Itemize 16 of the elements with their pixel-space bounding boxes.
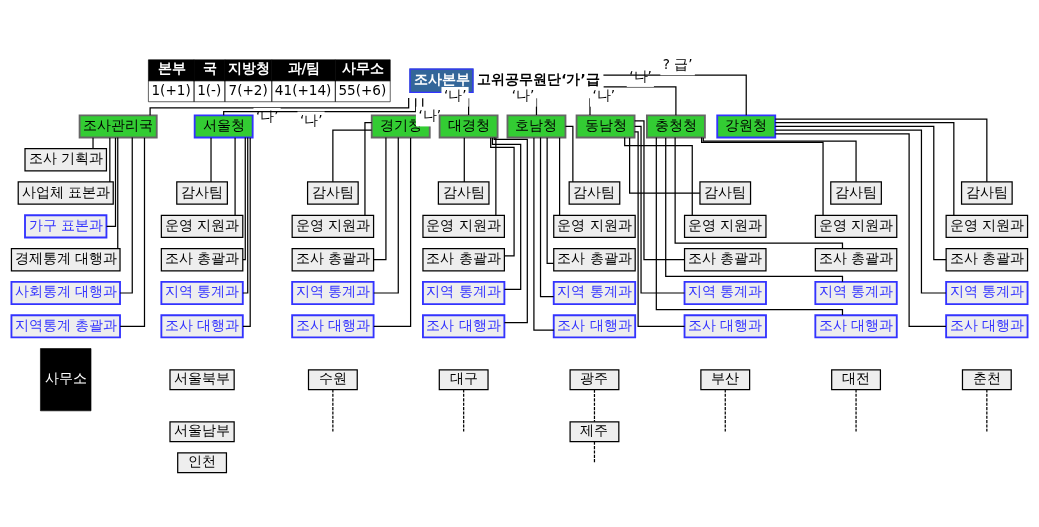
edge-label: ‘나’ [418,106,442,123]
label: 1(-) [197,81,222,98]
label: 1(+1) [151,81,191,98]
label: 7(+2) [228,81,268,98]
label: 지방청 [227,59,270,76]
label: 국 [202,59,217,76]
edge-label: ‘나’ [299,111,323,128]
edge-label: ‘나’ [511,86,535,103]
edge-label: ‘나’ [592,86,616,103]
label: 41(+14) [274,81,332,98]
edge-label: ? 급’ [662,55,693,72]
label: 55(+6) [338,81,387,98]
node-label: 고위공무원단‘가’급 [477,70,600,87]
label: 사무소 [342,59,385,76]
label: 본부 [157,59,186,76]
label: 과/팀 [287,59,321,76]
